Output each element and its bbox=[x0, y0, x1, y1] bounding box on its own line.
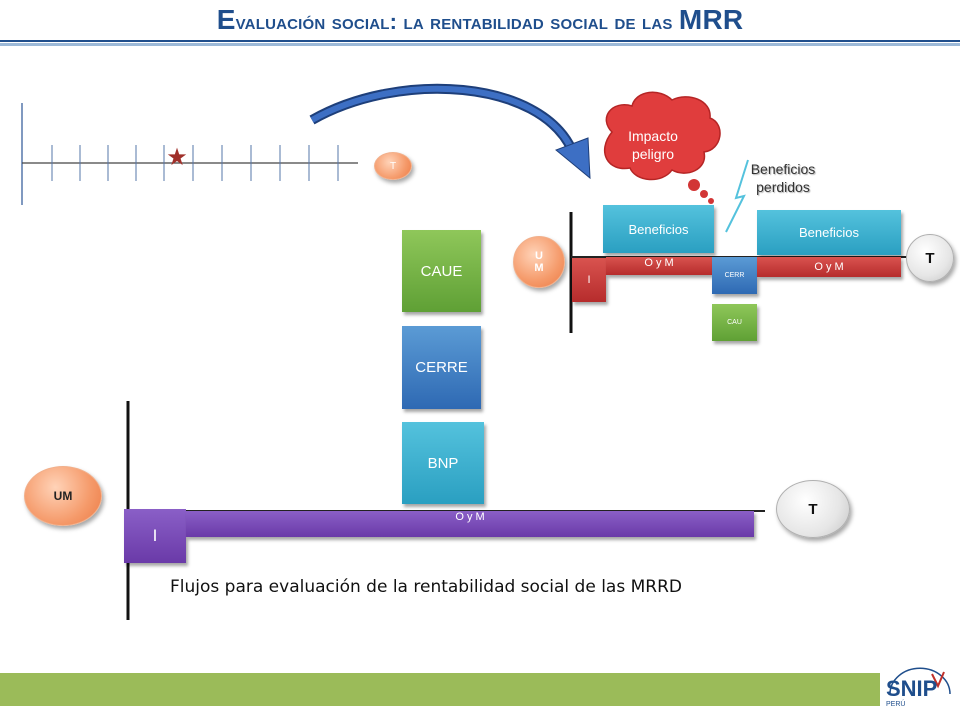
right-benefits-right: Beneficios bbox=[757, 210, 901, 255]
right-cau-bar: CAU bbox=[712, 304, 757, 341]
right-cau-label: CAU bbox=[727, 319, 742, 326]
bnp-box: BNP bbox=[402, 422, 484, 504]
cloud-text: Impacto peligro bbox=[612, 127, 694, 163]
right-oym-left: O y M bbox=[606, 257, 712, 275]
right-investment-bar: I bbox=[572, 258, 606, 302]
curved-arrow bbox=[309, 83, 591, 180]
caue-box: CAUE bbox=[402, 230, 481, 312]
cerre-box: CERRE bbox=[402, 326, 481, 409]
thought-cloud bbox=[603, 91, 721, 204]
bnp-label: BNP bbox=[427, 454, 459, 472]
cloud-line-1: Impacto bbox=[628, 128, 678, 144]
title-part-1: valuación social bbox=[235, 9, 390, 34]
lost-benefits-line-1: Beneficios bbox=[750, 161, 816, 177]
title-colon: : bbox=[389, 9, 398, 34]
main-um-circle: UM bbox=[24, 466, 102, 526]
main-t-circle: T bbox=[776, 480, 850, 538]
main-oym-label: O y M bbox=[455, 511, 485, 523]
right-t-label: T bbox=[925, 249, 935, 267]
title-rule bbox=[0, 40, 960, 46]
star-icon: ★ bbox=[166, 143, 188, 171]
main-investment-bar: I bbox=[124, 509, 186, 563]
main-um-label: UM bbox=[53, 489, 73, 503]
snip-logo-text: SNIP bbox=[886, 676, 938, 701]
main-investment-label: I bbox=[152, 526, 158, 545]
title-acronym: MRR bbox=[678, 4, 744, 35]
lost-benefits-line-2: perdidos bbox=[756, 179, 810, 195]
diagram-caption: Flujos para evaluación de la rentabilida… bbox=[170, 577, 682, 597]
main-oym-bar: O y M bbox=[186, 511, 754, 537]
right-cerr-label: CERR bbox=[724, 272, 745, 279]
cerre-label: CERRE bbox=[415, 359, 468, 376]
slide-title: Evaluación social: la rentabilidad socia… bbox=[0, 4, 960, 36]
right-um-m: M bbox=[534, 262, 544, 274]
right-oym-right-label: O y M bbox=[814, 261, 844, 273]
snip-logo: SNIP PERÚ bbox=[880, 664, 960, 720]
right-oym-left-label: O y M bbox=[644, 257, 674, 269]
snip-logo-graphic bbox=[889, 667, 951, 695]
title-part-2: la rentabilidad social de las bbox=[397, 9, 679, 34]
right-um-circle: U M bbox=[513, 236, 565, 288]
right-benefits-left: Beneficios bbox=[603, 205, 714, 253]
right-t-circle: T bbox=[906, 234, 954, 282]
right-benefits-right-label: Beneficios bbox=[799, 225, 859, 240]
top-timeline bbox=[21, 103, 358, 205]
lightning-icon bbox=[725, 159, 749, 233]
right-investment-label: I bbox=[587, 274, 591, 286]
right-oym-right: O y M bbox=[757, 257, 901, 277]
caue-label: CAUE bbox=[420, 262, 463, 280]
top-t-marker: T bbox=[374, 152, 412, 180]
right-benefits-left-label: Beneficios bbox=[628, 221, 689, 237]
top-t-label: T bbox=[389, 160, 397, 172]
snip-logo-sub: PERÚ bbox=[886, 701, 906, 708]
right-cerr-bar: CERR bbox=[712, 257, 757, 294]
cloud-line-2: peligro bbox=[631, 146, 675, 162]
title-initial: E bbox=[216, 4, 236, 35]
lost-benefits-label: Beneficios perdidos bbox=[738, 160, 828, 196]
right-um-u: U bbox=[535, 250, 543, 262]
main-t-label: T bbox=[808, 500, 818, 518]
footer-bar bbox=[0, 673, 880, 706]
